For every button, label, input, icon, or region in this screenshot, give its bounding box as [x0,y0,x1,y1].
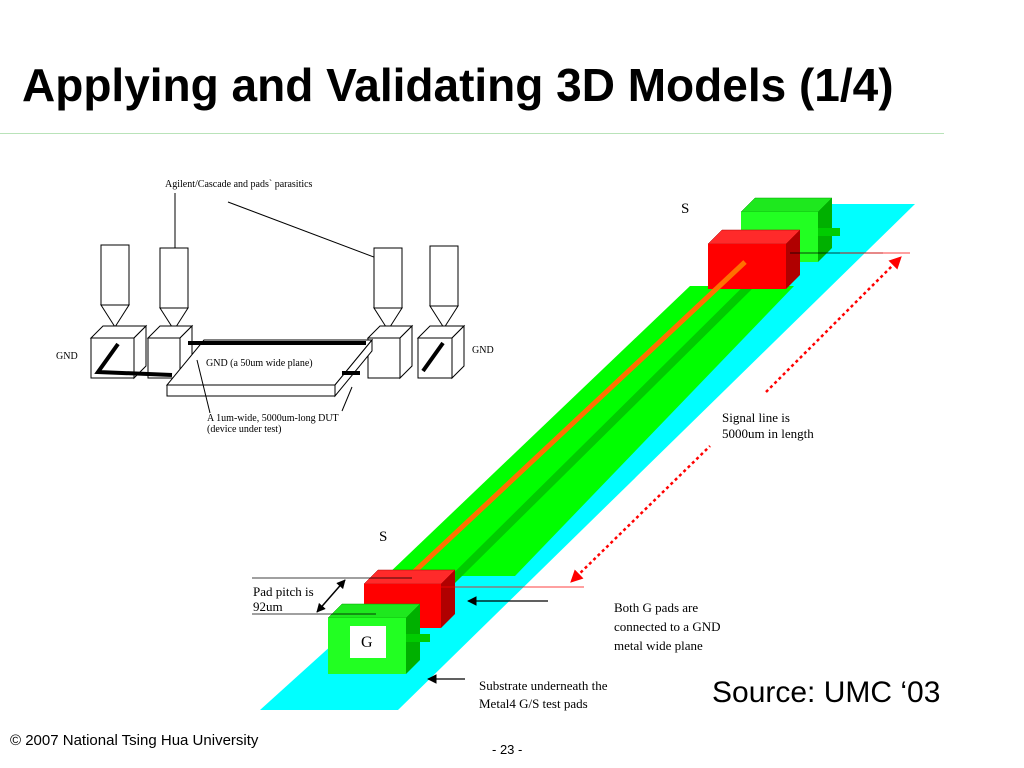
pad-pitch-line2: 92um [253,599,283,614]
probe-tip-3 [373,247,403,331]
s-label-top: S [681,201,689,217]
signal-line [412,260,747,574]
gnd-plane [165,338,374,398]
ground-strip [423,228,808,609]
gpads-line2: connected to a GND [614,619,721,634]
connection-wires [94,341,445,377]
page-number: - 23 - [492,742,523,757]
length-arrow-upper [765,256,902,393]
pad-pitch-line1: Pad pitch is [253,584,314,599]
test-structure-3d: G S S Signal line is 5000um in length Pa… [252,197,915,711]
dut-label-line1: A 1um-wide, 5000um-long DUT [207,413,339,424]
probe-schematic: Agilent/Cascade and pads` parasitics [56,179,494,435]
gnd-plane-label: GND (a 50um wide plane) [206,358,313,369]
top-signal-pad [707,229,801,289]
source-caption: Source: UMC ‘03 [712,676,941,709]
parasitics-arrow-right [227,201,388,263]
substrate-line2: Metal4 G/S test pads [479,696,588,711]
dut-label-line2: (device under test) [207,424,281,435]
gpads-line1: Both G pads are [614,600,698,615]
probe-tip-1 [100,244,130,328]
substrate-line1: Substrate underneath the [479,678,608,693]
title-divider [0,133,944,134]
g-pad-label: G [361,634,373,651]
dut-pointer-2 [341,386,353,412]
dut-pointer-1 [196,359,211,414]
s-label-bottom: S [379,529,387,545]
probe-tip-2 [159,247,189,331]
slide-title: Applying and Validating 3D Models (1/4) [22,59,894,111]
signal-length-line1: Signal line is [722,410,790,425]
signal-length-line2: 5000um in length [722,426,814,441]
bottom-ground-pad [327,603,430,674]
pad-cube-3 [366,324,414,380]
parasitics-label: Agilent/Cascade and pads` parasitics [165,179,313,190]
gnd-label-right: GND [472,345,494,356]
gnd-label-left: GND [56,351,78,362]
footer-copyright: © 2007 National Tsing Hua University [10,732,259,749]
pitch-arrow [316,579,346,613]
length-arrow-lower [570,445,711,583]
probe-tip-4 [429,245,459,329]
gpads-line3: metal wide plane [614,638,703,653]
